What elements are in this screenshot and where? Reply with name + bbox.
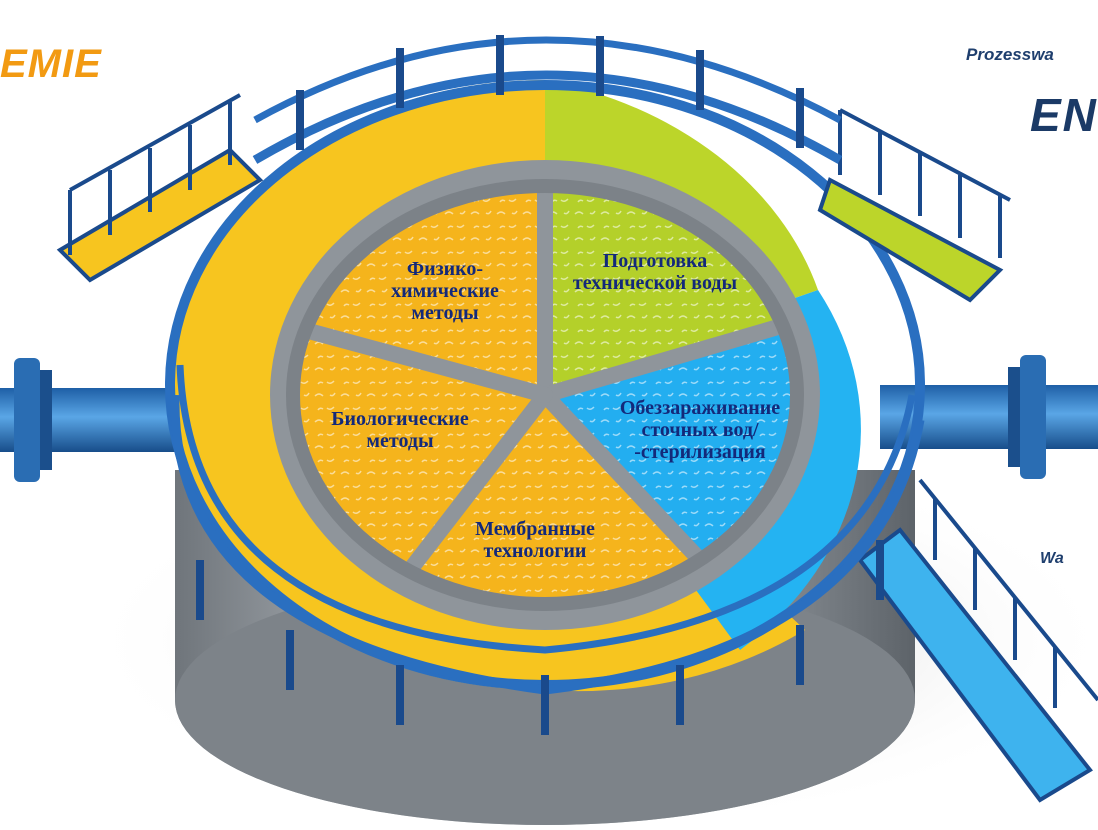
label-line: сточных вод/: [641, 419, 759, 441]
inner-basin: [270, 160, 820, 630]
brand-subline: Wa: [1040, 550, 1064, 567]
label-line: методы: [366, 430, 434, 452]
label-line: Биологические: [331, 408, 469, 430]
stair-right-top-icon: [817, 108, 1011, 303]
label-disinfection: Обеззараживание сточных вод/ -стерилизац…: [590, 397, 810, 463]
label-line: Мембранные: [475, 518, 595, 540]
railing-posts: [196, 35, 884, 735]
label-biological: Биологические методы: [300, 408, 500, 452]
label-line: Подготовка: [602, 250, 708, 272]
company-logo-left: EMIE: [0, 42, 102, 86]
stair-right-bottom-icon: [857, 478, 1098, 803]
label-line: Обеззараживание: [619, 397, 781, 419]
brand-name: EN: [1030, 89, 1098, 141]
stair-left-icon: [56, 93, 264, 283]
label-water-prep: Подготовка технической воды: [555, 250, 755, 294]
label-physchem: Физико- химические методы: [375, 258, 515, 324]
brand-tagline: Prozesswa: [966, 45, 1054, 64]
label-line: Физико-: [406, 258, 484, 280]
label-line: технической воды: [572, 272, 738, 294]
label-line: химические: [391, 280, 499, 302]
label-line: методы: [411, 302, 479, 324]
label-line: -стерилизация: [634, 441, 766, 463]
label-line: технологии: [483, 540, 587, 562]
label-membrane: Мембранные технологии: [455, 518, 615, 562]
